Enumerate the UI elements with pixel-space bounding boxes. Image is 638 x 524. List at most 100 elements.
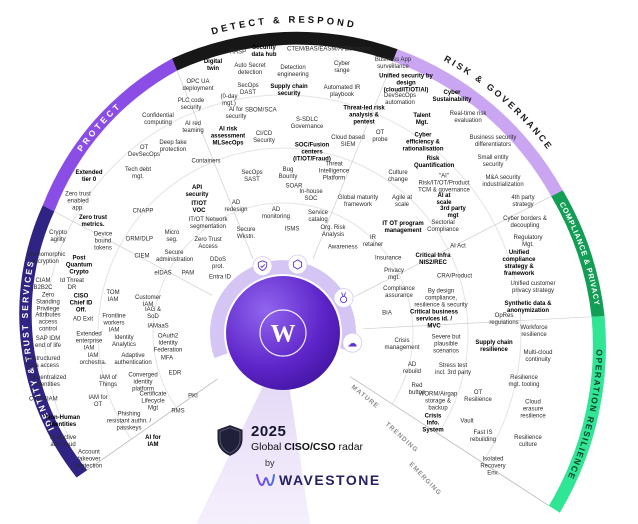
- radar-item-detect: In-house SOC: [299, 189, 323, 202]
- radar-item-detect: CI/CD Security: [253, 131, 275, 144]
- radar-item-detect: Deception: [344, 46, 372, 53]
- radar-item-detect: SecOps DAST: [237, 83, 259, 96]
- brand-title-pre: Global: [251, 441, 285, 453]
- radar-item-identity: CICD4IAM: [29, 396, 58, 403]
- radar-item-identity: TOM IAM: [106, 290, 120, 303]
- branding: 2025 Global CISO/CSO radar by WAVESTONE: [216, 424, 381, 488]
- radar-item-identity: Entra ID: [209, 274, 232, 281]
- svg-text:☁: ☁: [347, 339, 357, 350]
- radar-item-detect: (0-day mgt.): [220, 94, 238, 107]
- radar-item-detect: S-SDLC Governance: [290, 117, 324, 130]
- radar-item-compliance: CRA/Product: [437, 273, 473, 280]
- radar-item-identity: Non-Human Identities: [46, 415, 80, 428]
- radar-item-protect: Zero trust enabled app.: [65, 191, 91, 212]
- radar-item-operation: Crisis management: [384, 338, 420, 351]
- section-band-operation: [548, 316, 606, 513]
- radar-item-identity: MFA: [160, 355, 174, 362]
- radar-item-risk: Business security differentiators: [469, 135, 517, 148]
- radar-item-detect: SBOM/SCA: [245, 107, 277, 114]
- ring-boundary: [152, 202, 414, 408]
- radar-item-risk: Cyber efficiency & rationalisation: [402, 132, 444, 153]
- section-band-compliance: [551, 190, 605, 317]
- radar-item-operation: Isolated Recovery Env.: [480, 456, 506, 477]
- radar-item-risk: DevSecOps automation: [383, 93, 416, 106]
- hub: W ☁: [210, 254, 363, 390]
- radar-item-protect: DRM/DLP: [126, 236, 154, 243]
- radar-item-risk: Sectorial Compliance: [427, 220, 459, 233]
- radar-item-identity: Certificate Lifecycle Mgt: [139, 391, 167, 412]
- radar-item-detect: Supply chain security: [270, 84, 308, 97]
- radar-item-risk: Business App surveillance: [374, 57, 412, 70]
- radar-item-identity: Identity Analytics: [111, 335, 136, 348]
- radar-item-identity: PAM: [181, 270, 195, 277]
- radar-item-risk: IR retainer: [362, 235, 384, 248]
- radar-item-identity: Zero Standing Privilege: [36, 292, 60, 313]
- radar-item-risk: 4th party strategy: [511, 195, 535, 208]
- section-divider: [362, 316, 592, 330]
- radar-item-operation: Severe but plausible scenarios: [431, 334, 461, 355]
- section-band-protect: [42, 58, 177, 212]
- radar-item-risk: Unified security by design (cloud/IT/OT/…: [379, 73, 433, 94]
- radar-item-detect: IT/OT VOC: [191, 201, 207, 214]
- radar-item-compliance: Unified customer privacy strategy: [510, 281, 556, 294]
- radar-item-operation: Supply chain resilience: [475, 340, 513, 353]
- section-band-identity: [19, 205, 88, 478]
- radar-item-identity: Customer IAM: [134, 295, 161, 308]
- radar-item-detect: OT probe: [372, 130, 388, 143]
- radar-item-detect: RASP: [229, 49, 247, 56]
- radar-item-identity: SAP IDM end of life: [34, 336, 62, 349]
- section-divider: [312, 61, 394, 259]
- radar-item-identity: Extended enterprise IAM: [75, 331, 103, 352]
- radar-item-identity: AD Exit: [73, 316, 94, 323]
- wavestone-wordmark: WAVESTONE: [279, 471, 381, 488]
- radar-item-operation: AD rebuild: [402, 362, 421, 375]
- radar-item-identity: CISO Chief ID Off.: [69, 293, 93, 314]
- radar-item-identity: Frontline workers IAM: [102, 313, 126, 334]
- radar-item-detect: Cloud based SIEM: [331, 135, 365, 148]
- radar-item-protect: AI red teaming: [182, 121, 204, 134]
- radar-item-detect: SOAR: [285, 183, 303, 190]
- radar-item-identity: Unstructured data access: [25, 356, 61, 369]
- radar-item-detect: Threat-led risk analysis & pentest: [343, 105, 385, 126]
- radar-item-compliance: Cyber borders & decoupling: [503, 216, 547, 229]
- wavestone-w-logo: W: [271, 321, 296, 348]
- radar-item-risk: Awareness: [328, 244, 358, 251]
- radar-item-protect: Extended tier 0: [75, 170, 103, 183]
- radar-item-risk: IT OT program management: [382, 221, 424, 234]
- ring-boundary: [97, 147, 469, 440]
- brand-title: Global CISO/CSO radar: [251, 441, 381, 454]
- radar-item-detect: Containers: [191, 158, 221, 165]
- radar-item-risk: Talent Mgt.: [413, 113, 431, 126]
- radar-item-protect: Tech debt mgt.: [124, 167, 152, 180]
- hexagon-icon: [287, 254, 308, 275]
- brand-title-post: radar: [335, 441, 364, 453]
- radar-item-operation: Stress test incl. 3rd party: [434, 363, 471, 376]
- radar-item-identity: RMS: [171, 408, 185, 415]
- radar-item-operation: Cloud erasure resilience: [520, 399, 546, 420]
- radar-item-protect: Homomorphic encryption: [28, 252, 66, 265]
- section-band-risk: [392, 49, 563, 197]
- radar-item-detect: Cyber range: [333, 61, 350, 74]
- radar-item-compliance: Privacy mgt.: [384, 268, 404, 281]
- radar-item-risk: Culture change: [388, 170, 408, 183]
- radar-item-detect: Bug Bounty: [278, 167, 298, 180]
- radar-item-detect: IT/OT Network segmentation: [188, 217, 228, 230]
- section-band-detect: [172, 31, 398, 71]
- radar-item-risk: Cyber Sustainability: [432, 90, 472, 103]
- radar-item-identity: Account takeover protection: [75, 449, 103, 470]
- fan-edge: [86, 378, 218, 471]
- radar-item-protect: CNAPP: [132, 208, 154, 215]
- radar-item-identity: eIDAS: [154, 270, 172, 277]
- hub-ring: [210, 260, 356, 358]
- brand-title-bold: CISO/CSO: [284, 441, 336, 453]
- brand-year: 2025: [251, 423, 287, 440]
- radar-item-operation: WORM/Airgap storage & backup: [418, 391, 458, 412]
- radar-item-protect: DDoS prot.: [209, 257, 226, 270]
- radar-item-detect: Detection engineering: [277, 65, 309, 78]
- radar-item-operation: Resilience culture: [514, 435, 542, 448]
- fan-edge: [349, 376, 550, 507]
- radar-item-risk: AI at scale: [436, 193, 452, 206]
